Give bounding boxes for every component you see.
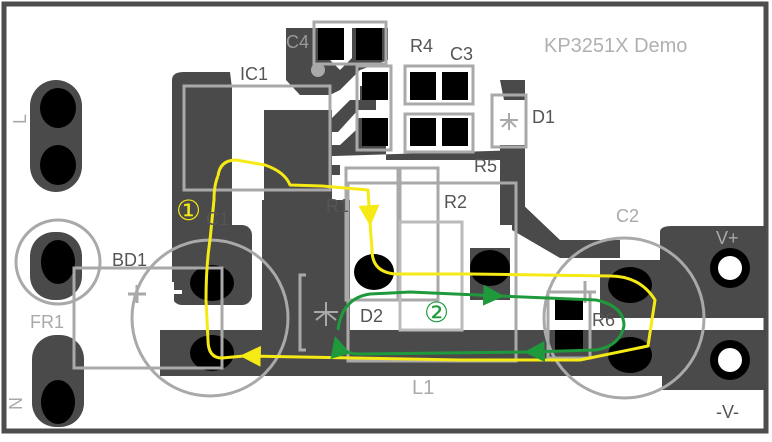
drill-holes	[49, 256, 742, 411]
label-c3: C3	[450, 44, 473, 64]
loop-1-marker: ①	[176, 195, 201, 226]
label-vminus: -V-	[716, 402, 739, 422]
loop-1-path	[204, 158, 657, 367]
label-d1: D1	[532, 107, 555, 127]
label-d2: D2	[360, 306, 383, 326]
label-r4: R4	[410, 36, 433, 56]
label-r1: R1	[326, 196, 349, 216]
label-c1: C1	[206, 209, 229, 229]
label-r6: R6	[592, 310, 615, 330]
label-c4: C4	[286, 32, 309, 52]
loop-2-marker: ②	[424, 297, 449, 328]
label-r5: R5	[474, 156, 497, 176]
pad-l-mid	[40, 145, 76, 185]
label-vplus: V+	[716, 228, 739, 248]
label-fr1: FR1	[30, 312, 64, 332]
pad-fr1	[41, 240, 75, 284]
pad-c2-pos	[608, 267, 652, 303]
board-title: KP3251X Demo	[544, 35, 687, 57]
label-ic1: IC1	[240, 64, 268, 84]
d1-symbol	[500, 113, 518, 130]
pad-c1-pos	[190, 265, 234, 301]
label-terminal-l: L	[10, 114, 30, 124]
fr1-outline	[14, 218, 102, 306]
loop-2-path	[330, 284, 626, 363]
pad-l-top	[40, 88, 76, 128]
pad-c4-b	[356, 28, 382, 60]
pad-c4-a	[318, 28, 344, 60]
label-terminal-n: N	[6, 397, 26, 410]
label-l1: L1	[412, 377, 434, 399]
label-r2: R2	[444, 192, 467, 212]
d2-symbol	[314, 302, 338, 326]
label-bd1: BD1	[112, 250, 147, 270]
c2-outline	[542, 236, 706, 400]
label-c2: C2	[616, 206, 639, 226]
